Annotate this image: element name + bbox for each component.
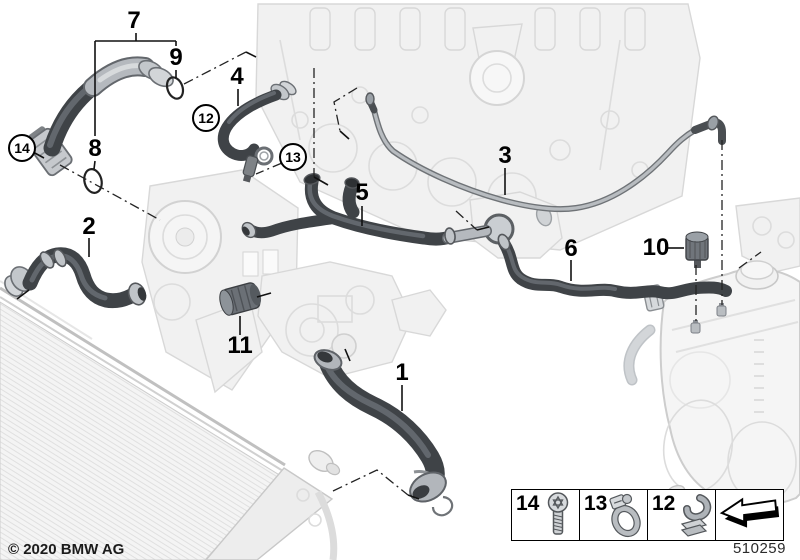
legend-strip: 14 13 12 — [511, 489, 784, 541]
callout-8[interactable]: 8 — [88, 135, 102, 162]
mount-bracket-art — [735, 197, 800, 273]
hose-clamp-icon — [609, 493, 641, 538]
retaining-clip-icon — [680, 494, 712, 537]
callout-1[interactable]: 1 — [395, 359, 409, 386]
legend-label-13: 13 — [584, 492, 608, 515]
callout-4[interactable]: 4 — [230, 63, 244, 90]
callout-3[interactable]: 3 — [498, 142, 512, 169]
legend-item-screw[interactable]: 14 — [512, 490, 580, 540]
legend-label-14: 14 — [516, 492, 540, 515]
valve-part10 — [685, 231, 709, 268]
callout-10[interactable]: 10 — [642, 234, 670, 261]
leader-lines — [16, 33, 684, 411]
callout-7[interactable]: 7 — [127, 7, 141, 34]
callout-12[interactable]: 12 — [192, 104, 220, 132]
callout-2[interactable]: 2 — [82, 213, 96, 240]
hose-part4 — [217, 80, 297, 183]
hose-part6 — [497, 233, 732, 300]
callout-14[interactable]: 14 — [8, 134, 36, 162]
copyright-text: © 2020 BMW AG — [8, 541, 125, 558]
callout-11[interactable]: 11 — [227, 332, 253, 359]
callout-9[interactable]: 9 — [169, 44, 183, 71]
o-ring-part8 — [83, 168, 103, 194]
pipe-part7 — [27, 56, 174, 177]
vent-pipe-part3 — [365, 92, 726, 213]
callout-13[interactable]: 13 — [279, 143, 307, 171]
sensor-part11 — [219, 282, 262, 316]
turbocharger-art — [257, 261, 447, 379]
locator-dashdot-lines — [59, 51, 762, 500]
legend-item-clamp[interactable]: 13 — [580, 490, 648, 540]
legend-item-direction — [716, 490, 783, 540]
torx-screw-icon — [547, 492, 569, 535]
water-pump-art — [141, 169, 299, 394]
o-ring-part9 — [165, 76, 185, 100]
callout-5[interactable]: 5 — [355, 179, 369, 206]
direction-arrow-icon — [719, 497, 780, 528]
hose-part5 — [241, 173, 492, 246]
diagram-number: 510259 — [732, 540, 786, 557]
legend-label-12: 12 — [652, 492, 676, 515]
hose-part2 — [4, 247, 147, 309]
expansion-tank-art — [623, 260, 800, 506]
radiator-art — [0, 280, 341, 560]
callout-6[interactable]: 6 — [564, 235, 578, 262]
legend-item-clip[interactable]: 12 — [648, 490, 716, 540]
hose-part1 — [313, 349, 454, 517]
